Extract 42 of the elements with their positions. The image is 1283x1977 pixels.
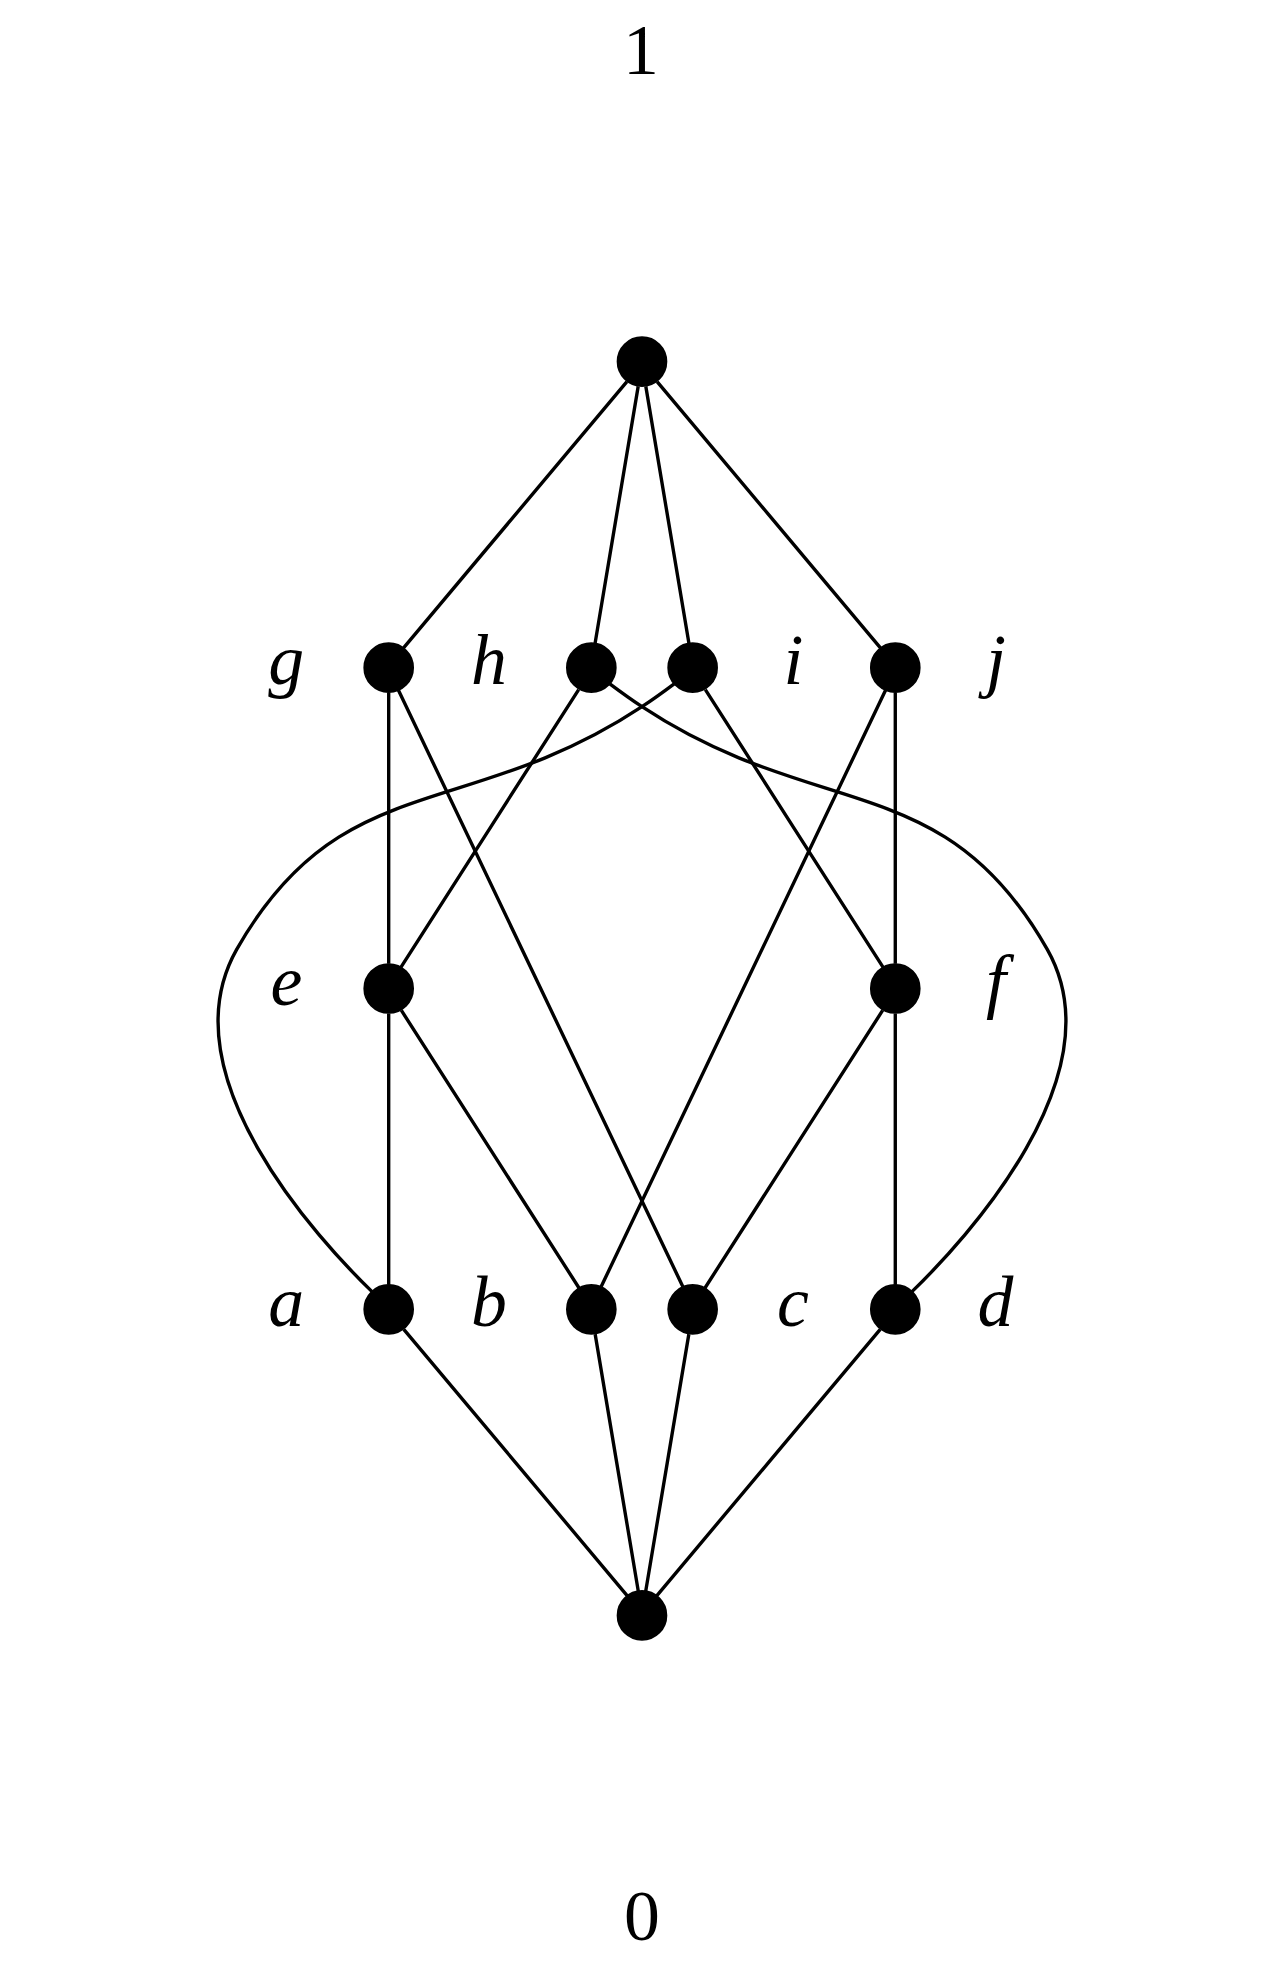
connector (643, 1333, 690, 1592)
node-label: c (776, 1261, 809, 1342)
node-circle (616, 1590, 667, 1641)
node-circle (869, 1284, 921, 1335)
connector (401, 380, 628, 650)
connector (593, 1333, 640, 1592)
connector (703, 688, 885, 969)
connector (396, 689, 684, 1288)
connector (608, 682, 1067, 1293)
connector (399, 1009, 581, 1290)
node-circle (362, 642, 414, 693)
node-circle (565, 1284, 617, 1335)
node-label: d (977, 1261, 1013, 1342)
node-label: g (267, 619, 304, 700)
node-circle (362, 963, 414, 1014)
connector (398, 688, 580, 969)
connector (893, 692, 897, 964)
node-label: h (470, 619, 507, 700)
node-circle (666, 1284, 718, 1335)
node-circle (616, 336, 667, 387)
connector (654, 1328, 881, 1597)
connector (643, 386, 691, 644)
node-label: 0 (623, 1875, 660, 1956)
connector (386, 692, 390, 964)
node-label: e (269, 940, 302, 1021)
connector (386, 1013, 390, 1285)
node-label: a (267, 1261, 304, 1342)
connector (702, 1009, 884, 1290)
connector (402, 1328, 629, 1597)
connector (592, 386, 640, 644)
connector (655, 380, 882, 650)
node-circle (869, 642, 921, 693)
connector (893, 1013, 897, 1285)
node-circle (869, 963, 921, 1014)
connector (216, 682, 675, 1293)
node-circle (565, 642, 617, 693)
node-circle (362, 1284, 414, 1335)
connector (599, 689, 887, 1288)
node-label: b (470, 1261, 507, 1342)
node-circle (666, 642, 718, 693)
node-label: i (782, 619, 803, 700)
node-label: 1 (622, 9, 659, 90)
